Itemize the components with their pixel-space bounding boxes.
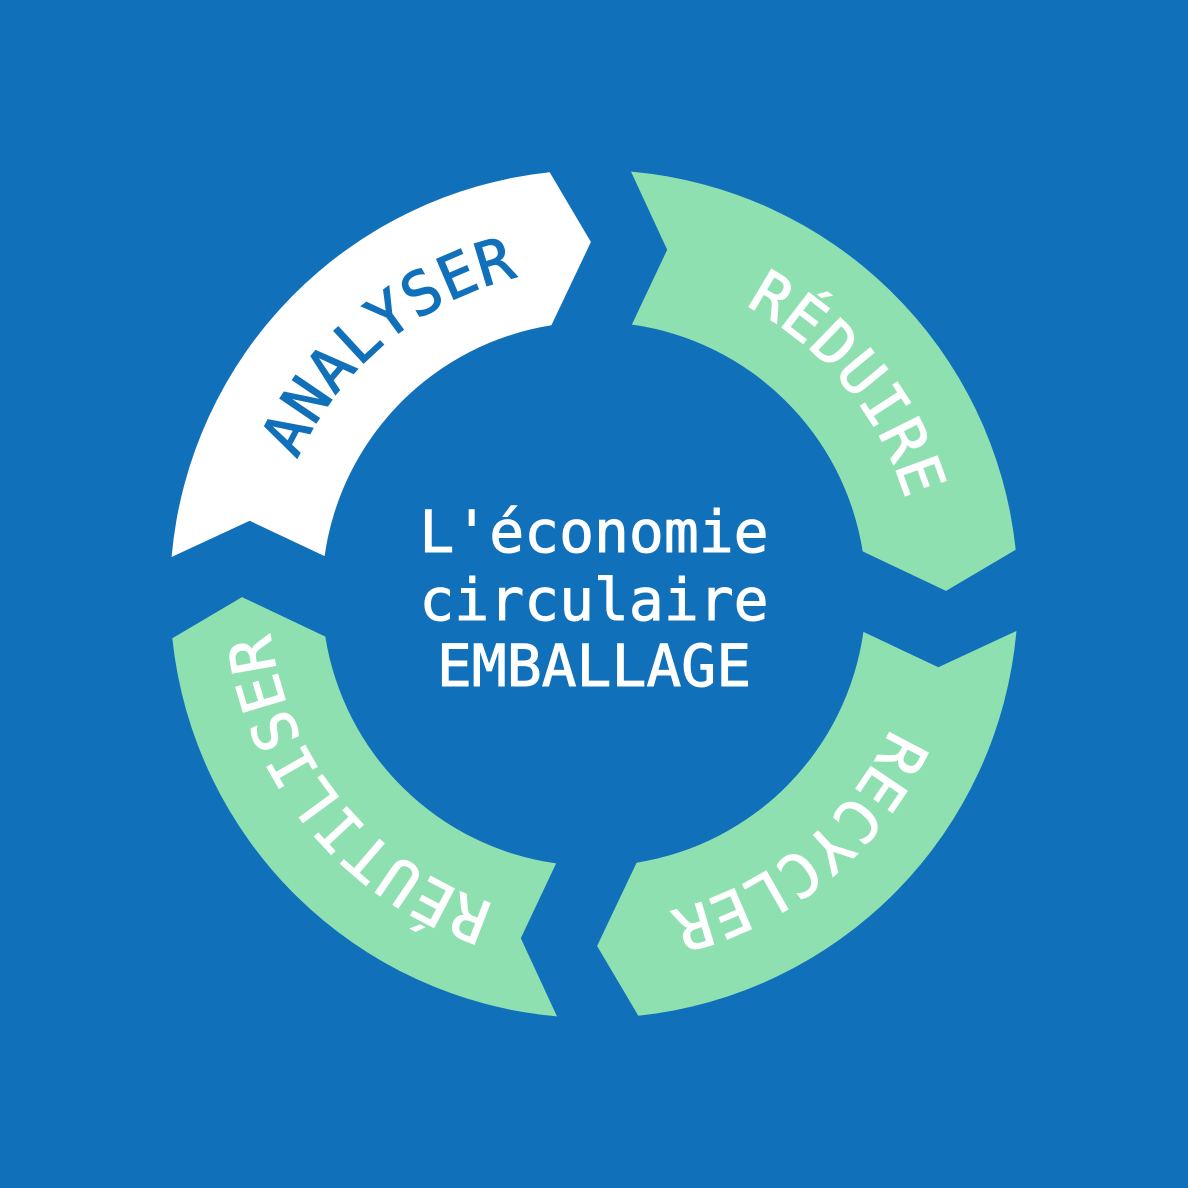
center-title-line-3: EMBALLAGE	[437, 632, 751, 700]
center-title: L'économie circulaire EMBALLAGE	[419, 498, 769, 701]
center-title-line-2: circulaire	[419, 566, 768, 634]
arrow-segment-analyser	[171, 172, 591, 558]
arrow-segment-reutiliser	[172, 597, 558, 1017]
arrow-segment-recycler	[597, 631, 1017, 1016]
arrow-segment-reduire	[631, 171, 1016, 591]
center-title-line-1: L'économie	[419, 498, 768, 566]
